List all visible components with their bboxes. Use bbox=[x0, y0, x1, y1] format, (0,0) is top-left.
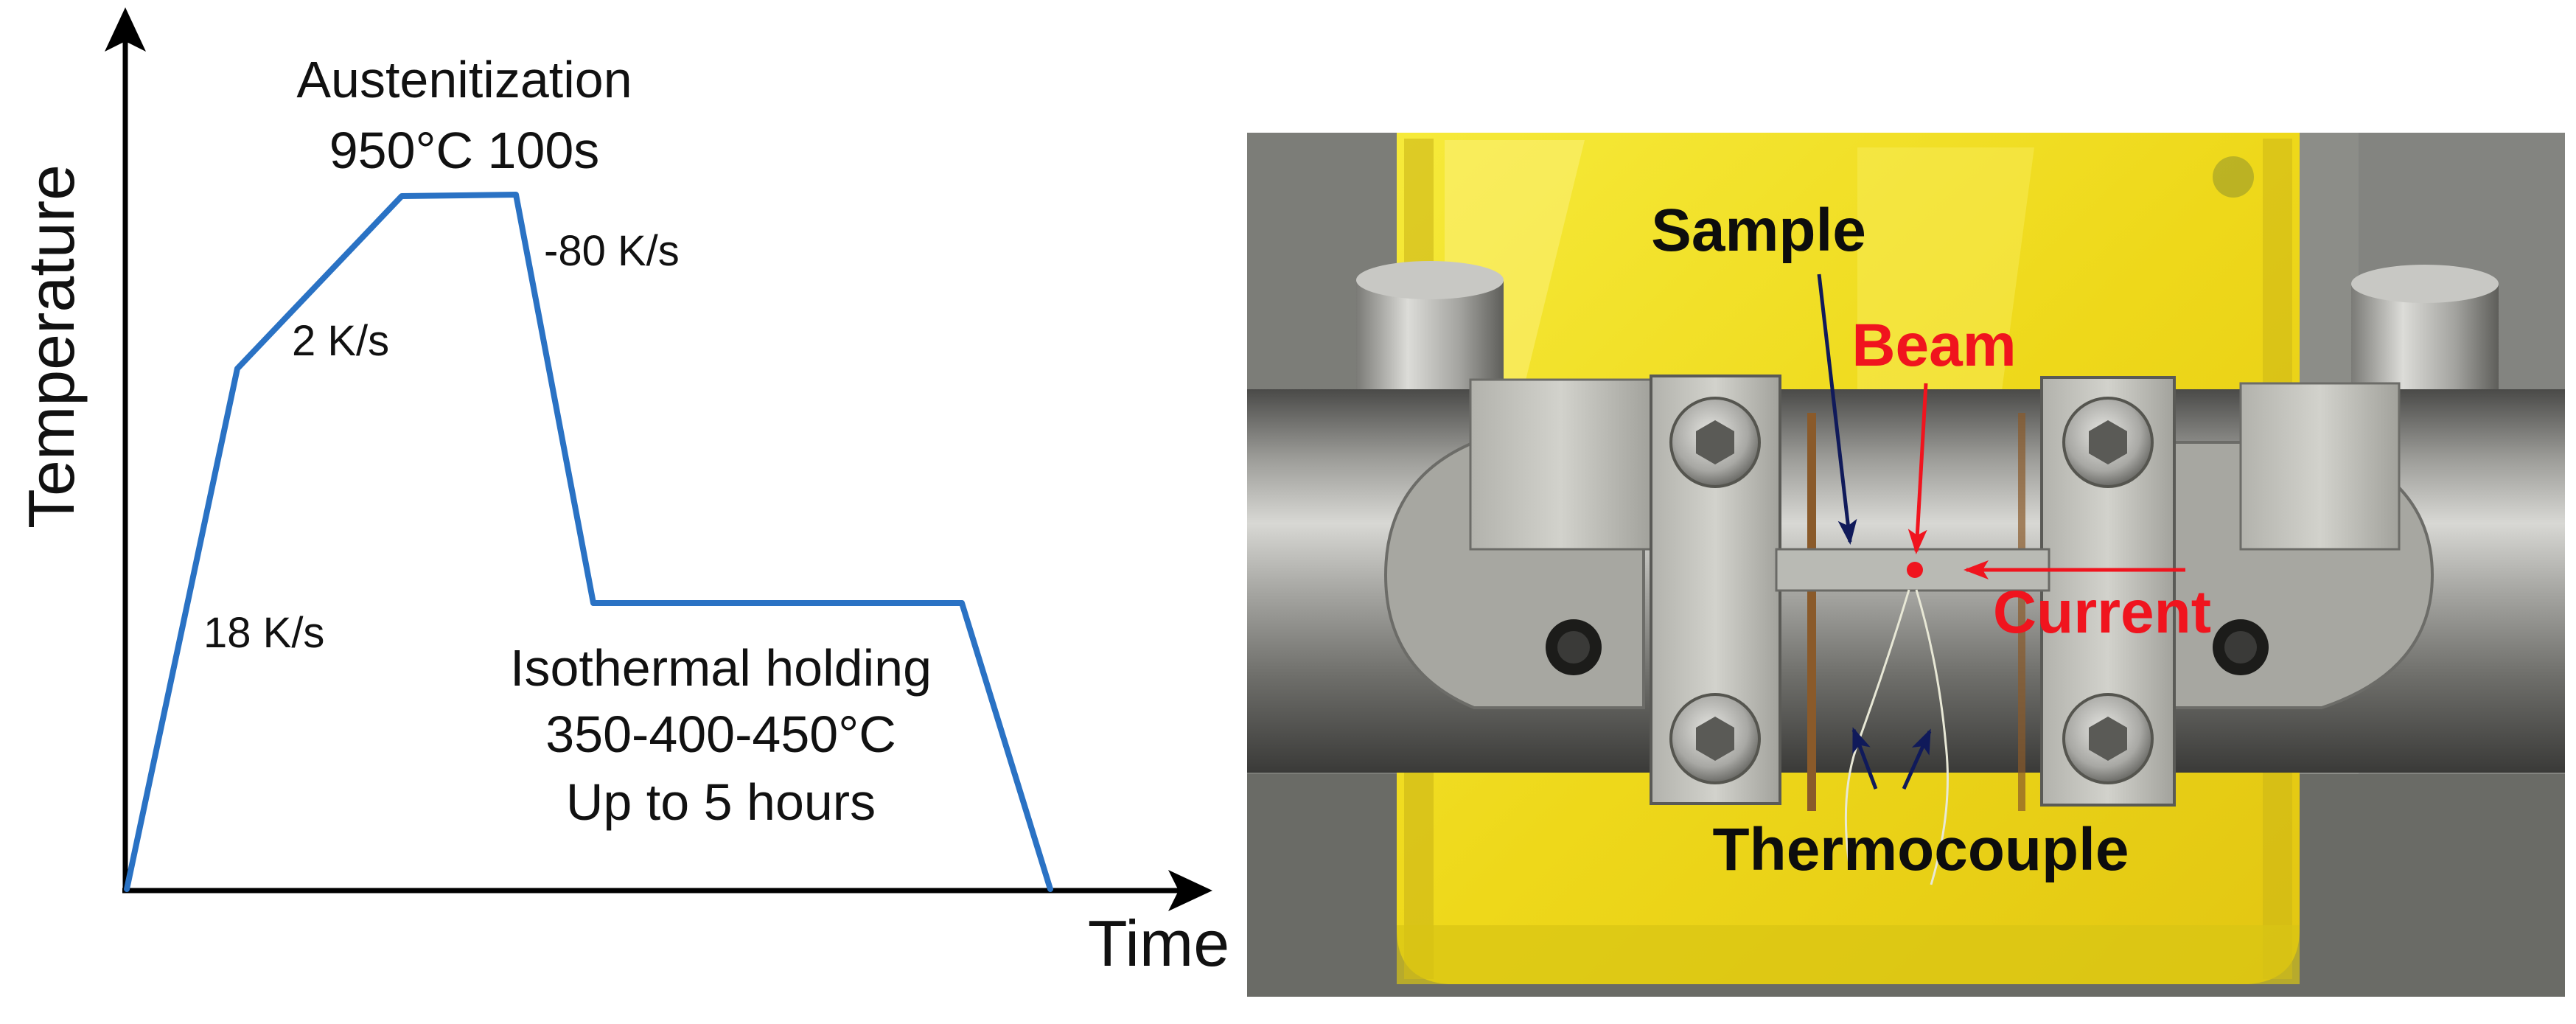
screw-right-bottom bbox=[2062, 693, 2154, 784]
y-axis-label: Temperature bbox=[15, 164, 88, 529]
thermocouple-arrow-left bbox=[1851, 727, 1878, 790]
sample-label: Sample bbox=[1651, 197, 1866, 264]
isothermal-holding-label: Isothermal holding bbox=[510, 639, 932, 697]
current-label: Current bbox=[1993, 579, 2211, 646]
austenitization-label: Austenitization bbox=[296, 51, 632, 108]
screw-left-bottom bbox=[1669, 693, 1761, 784]
x-axis-label: Time bbox=[1088, 907, 1229, 980]
right-jaw-block bbox=[2239, 382, 2401, 551]
beam-spot bbox=[1907, 562, 1923, 578]
isothermal-duration: Up to 5 hours bbox=[566, 773, 876, 831]
y-axis-arrowhead bbox=[105, 7, 146, 52]
x-axis-arrowhead bbox=[1168, 870, 1212, 911]
sample-pointer-arrow bbox=[1817, 274, 1857, 545]
screw-left-top bbox=[1669, 397, 1761, 488]
austenitization-conditions: 950°C 100s bbox=[329, 122, 600, 179]
heating-rate-2-label: 2 K/s bbox=[292, 317, 389, 365]
beam-pointer-arrow bbox=[1907, 383, 1928, 554]
thermocouple-arrow-right bbox=[1902, 728, 1932, 790]
beam-label: Beam bbox=[1851, 312, 2016, 379]
isothermal-temperatures: 350-400-450°C bbox=[545, 706, 896, 763]
heating-rate-1-label: 18 K/s bbox=[203, 609, 324, 657]
temperature-time-curve bbox=[124, 192, 1053, 892]
left-jaw-block bbox=[1469, 378, 1652, 551]
screw-right-top bbox=[2062, 397, 2154, 488]
heat-treatment-diagram: Temperature Time Austenitization 950°C 1… bbox=[15, 7, 1229, 980]
thermocouple-label: Thermocouple bbox=[1713, 816, 2129, 883]
cooling-rate-label: -80 K/s bbox=[544, 227, 680, 275]
setup-photo: Sample Beam Current Thermocouple bbox=[1247, 133, 2565, 997]
